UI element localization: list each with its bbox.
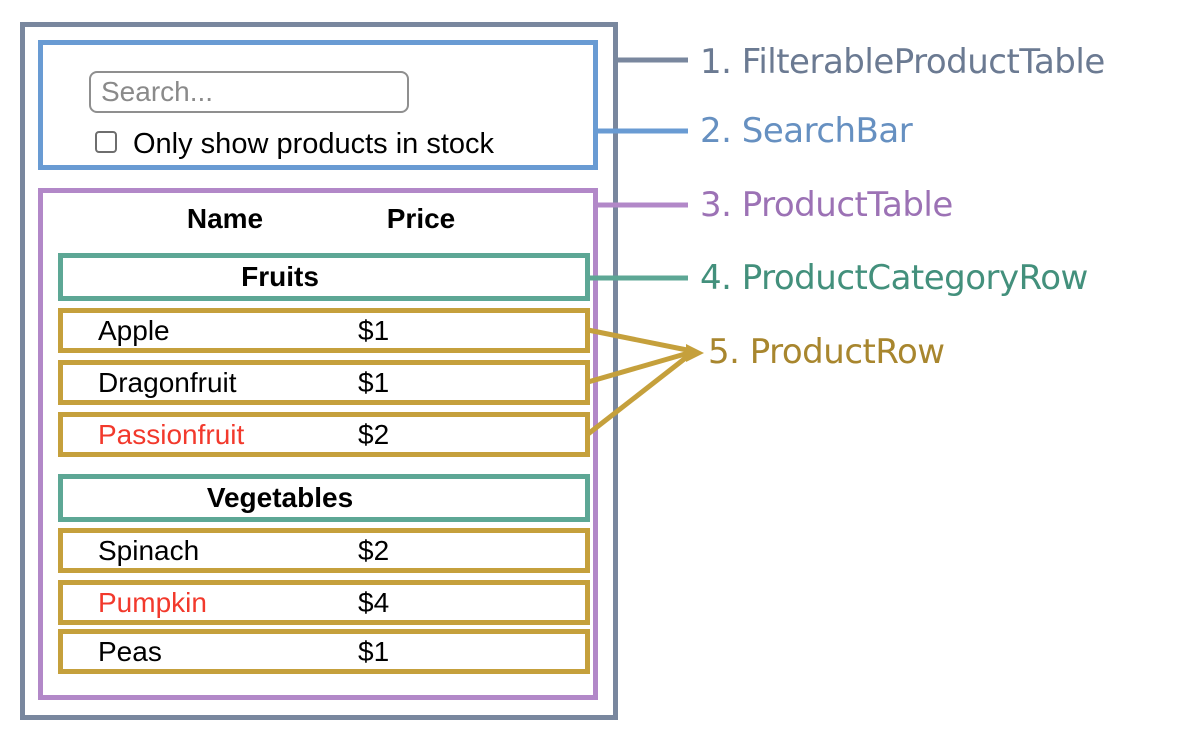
product-price: $2 (358, 418, 390, 450)
column-header-name: Name (186, 203, 264, 234)
category-label: Vegetables (206, 482, 354, 513)
product-price: $4 (358, 586, 390, 618)
product-name: Pumpkin (98, 586, 207, 618)
product-name: Spinach (98, 534, 200, 566)
product-price: $1 (358, 635, 390, 667)
legend-product-table: 3. ProductTable (700, 185, 953, 225)
product-name: Dragonfruit (98, 366, 237, 398)
legend-filterable-product-table: 1. FilterableProductTable (700, 42, 1105, 82)
product-price: $2 (358, 534, 390, 566)
product-row-peas: Peas $1 (58, 629, 590, 674)
arrowhead-product-row (686, 344, 704, 362)
product-row-apple: Apple $1 (58, 308, 590, 353)
legend-product-category-row: 4. ProductCategoryRow (700, 258, 1088, 298)
product-category-row-fruits: Fruits (58, 253, 590, 301)
product-name: Peas (98, 635, 162, 667)
product-name: Passionfruit (98, 418, 245, 450)
product-price: $1 (358, 366, 390, 398)
category-label: Fruits (241, 261, 319, 292)
in-stock-checkbox-label: Only show products in stock (133, 128, 495, 160)
legend-search-bar: 2. SearchBar (700, 111, 913, 151)
product-row-pumpkin: Pumpkin $4 (58, 580, 590, 625)
legend-product-row: 5. ProductRow (708, 332, 945, 372)
product-row-spinach: Spinach $2 (58, 528, 590, 573)
product-price: $1 (358, 314, 390, 346)
product-name: Apple (98, 314, 170, 346)
search-input[interactable] (89, 71, 409, 113)
in-stock-checkbox[interactable] (95, 131, 117, 153)
column-header-price: Price (386, 203, 456, 234)
product-category-row-vegetables: Vegetables (58, 474, 590, 522)
product-row-passionfruit: Passionfruit $2 (58, 412, 590, 457)
product-row-dragonfruit: Dragonfruit $1 (58, 360, 590, 405)
